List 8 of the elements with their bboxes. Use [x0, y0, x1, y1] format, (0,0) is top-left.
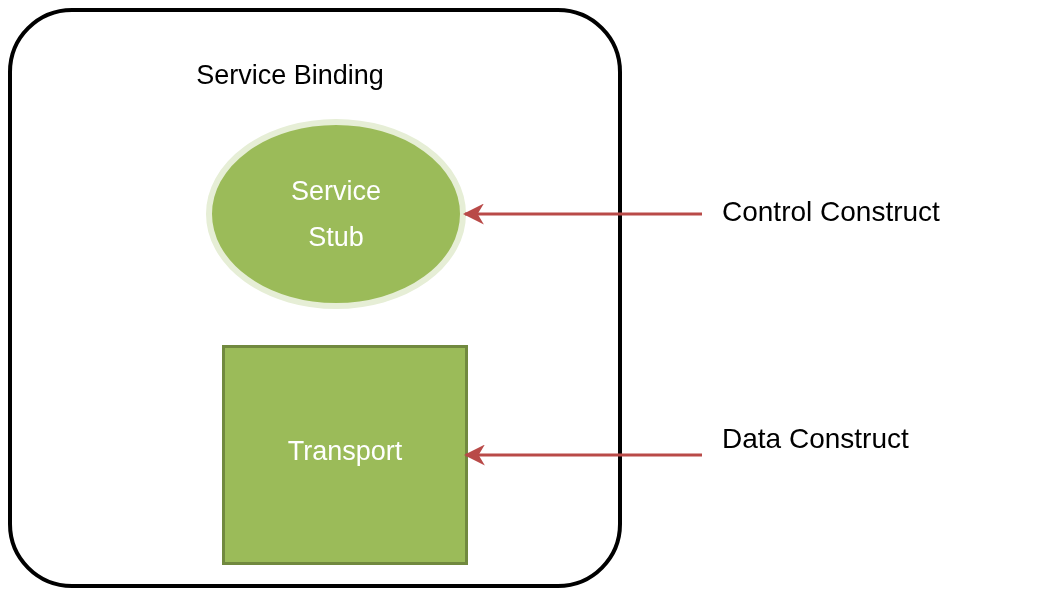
rounded-container — [8, 8, 622, 588]
node-label: Transport — [286, 436, 404, 467]
node-label: Service Stub — [290, 175, 382, 254]
construct-label: Data Construct — [722, 423, 909, 455]
square-node — [222, 345, 468, 565]
container-title: Service Binding — [195, 60, 385, 91]
construct-label: Control Construct — [722, 196, 940, 228]
ellipse-node — [205, 118, 467, 310]
